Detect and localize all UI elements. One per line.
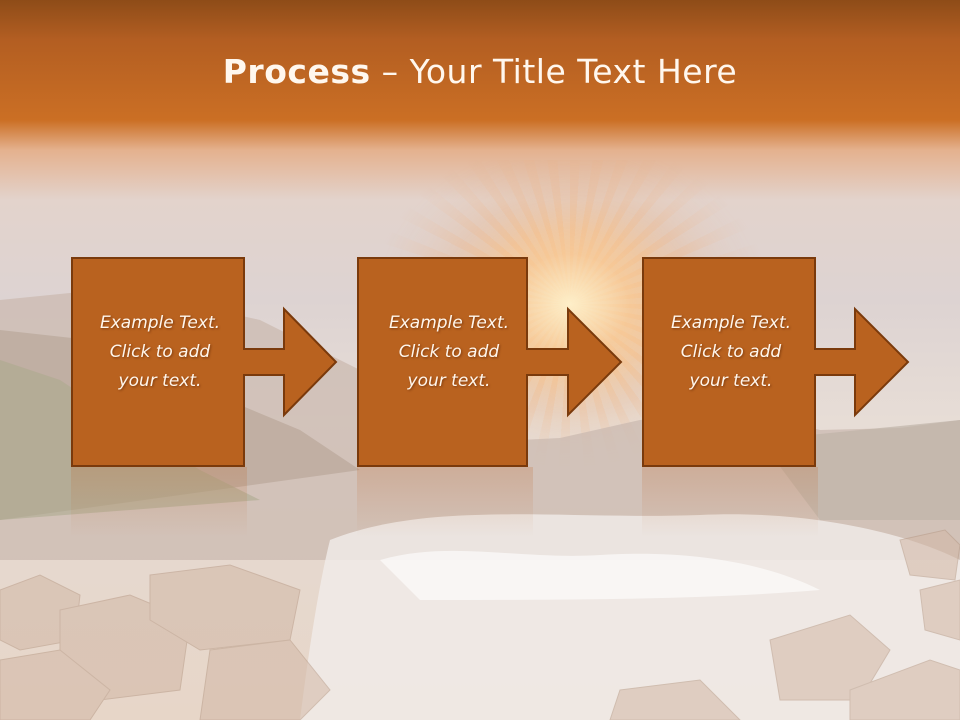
- step-reflection: [357, 467, 533, 537]
- process-step-1[interactable]: Example Text. Click to add your text.: [71, 257, 341, 467]
- process-step-2[interactable]: Example Text. Click to add your text.: [357, 257, 627, 467]
- step-reflection: [71, 467, 247, 537]
- step-text[interactable]: Example Text. Click to add your text.: [388, 313, 510, 391]
- step-text[interactable]: Example Text. Click to add your text.: [670, 313, 792, 391]
- step-arrow-shape: [357, 257, 623, 467]
- step-arrow-shape: [642, 257, 910, 467]
- slide-title[interactable]: Process – Your Title Text Here: [0, 52, 960, 91]
- step-text[interactable]: Example Text. Click to add your text.: [99, 313, 221, 391]
- title-rest: – Your Title Text Here: [370, 52, 738, 91]
- title-strong: Process: [222, 52, 371, 91]
- step-arrow-shape: [71, 257, 338, 467]
- step-reflection: [642, 467, 818, 537]
- process-step-3[interactable]: Example Text. Click to add your text.: [642, 257, 912, 467]
